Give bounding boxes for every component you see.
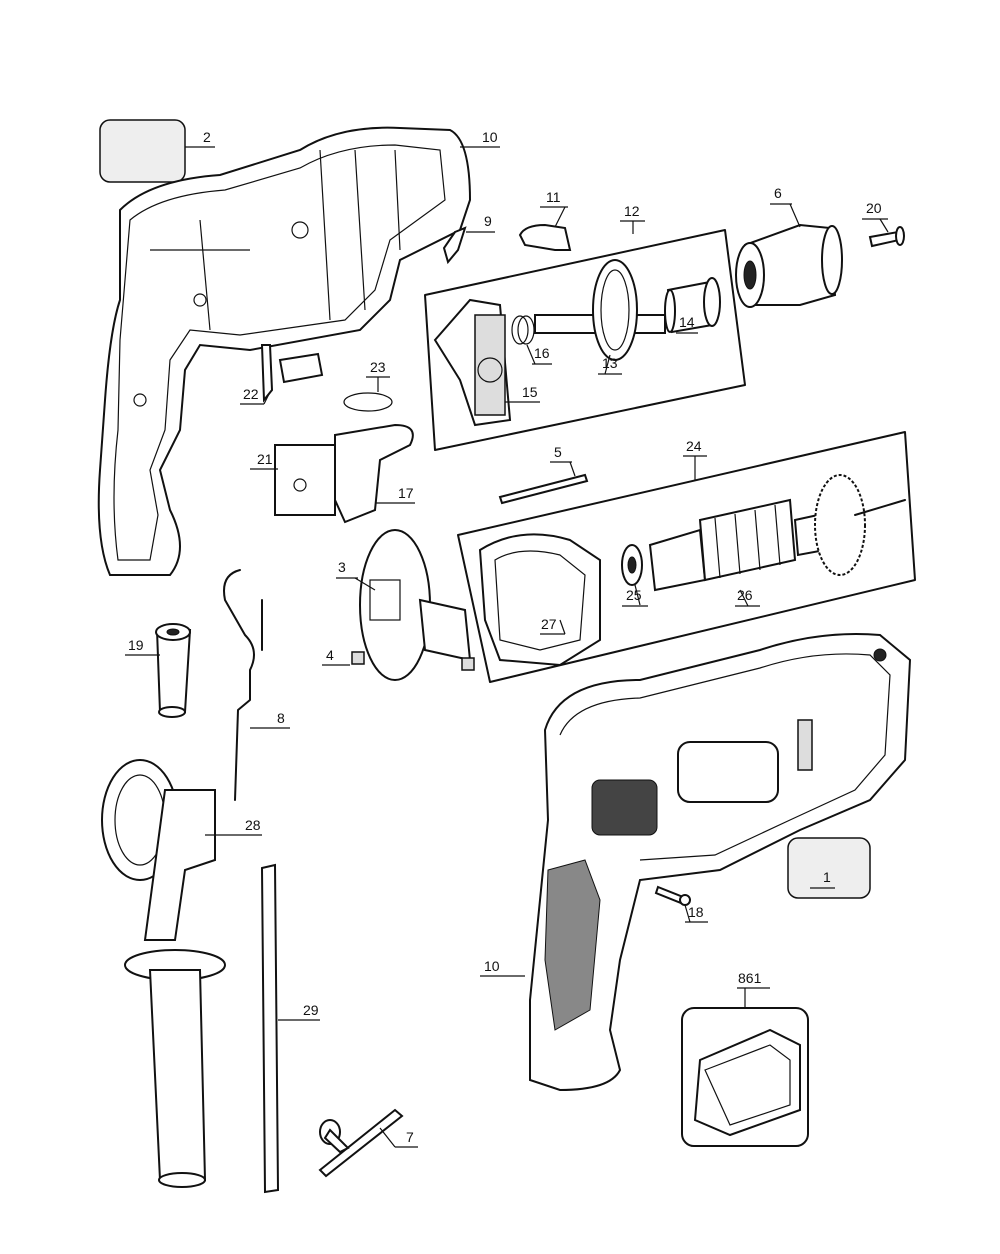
part-number-8: 8	[277, 710, 285, 726]
part-number-19: 19	[128, 637, 144, 653]
part-number-10-housing: 10	[482, 129, 498, 145]
part-number-3: 3	[338, 559, 346, 575]
part-number-15: 15	[522, 384, 538, 400]
part-1-label-plate: 1	[787, 837, 871, 899]
part-20-screw: 20	[862, 200, 905, 248]
part-number-4: 4	[326, 647, 334, 663]
part-number-11: 11	[546, 189, 561, 205]
part-10-assembled-drill: 10	[480, 633, 912, 1092]
part-number-5: 5	[554, 444, 562, 460]
part-28-side-handle: 28	[101, 759, 262, 1188]
part-861-case: 861	[681, 970, 809, 1147]
part-6-chuck: 6	[735, 185, 843, 308]
part-number-6: 6	[774, 185, 782, 201]
part-5-rod: 5	[498, 444, 589, 505]
part-3-brush-plate: 3	[336, 529, 472, 681]
part-number-16: 16	[534, 345, 550, 361]
part-29-depth-bar: 29	[260, 863, 320, 1194]
part-number-20: 20	[866, 200, 882, 216]
part-number-1: 1	[823, 869, 831, 885]
part-number-22: 22	[243, 386, 259, 402]
part-number-14: 14	[679, 314, 695, 330]
part-21-switch: 21	[250, 444, 336, 516]
part-number-21: 21	[257, 451, 273, 467]
part-number-12: 12	[624, 203, 640, 219]
part-9: 9	[442, 213, 495, 265]
part-19-grip: 19	[125, 623, 192, 718]
part-12-gear-assembly: 12 15 16 13 14	[424, 203, 746, 451]
part-number-13: 13	[602, 355, 618, 371]
part-11: 11	[518, 189, 572, 251]
part-8-depth-rod: 8	[223, 569, 290, 801]
part-number-27: 27	[541, 616, 557, 632]
part-number-2: 2	[203, 129, 211, 145]
part-22: 22	[240, 344, 324, 405]
part-number-26: 26	[737, 587, 753, 603]
part-number-10-assembled: 10	[484, 958, 500, 974]
part-number-25: 25	[626, 587, 642, 603]
part-number-7: 7	[406, 1129, 414, 1145]
part-10-housing-half: 10	[97, 126, 500, 576]
part-2-label-plate: 2	[99, 119, 215, 183]
part-number-24: 24	[686, 438, 702, 454]
part-24-motor-assembly: 24 27 25 26	[457, 431, 916, 683]
part-7-chuck-key: 7	[318, 1108, 418, 1178]
part-4-brushes: 4	[322, 647, 475, 671]
part-23-clip: 23	[343, 359, 393, 412]
part-number-18: 18	[688, 904, 704, 920]
part-number-9: 9	[484, 213, 492, 229]
part-number-861: 861	[738, 970, 762, 986]
part-17-trigger: 17	[334, 423, 415, 524]
part-number-28: 28	[245, 817, 261, 833]
part-number-17: 17	[398, 485, 414, 501]
part-18-screw: 18	[654, 885, 708, 923]
part-number-23: 23	[370, 359, 386, 375]
part-number-29: 29	[303, 1002, 319, 1018]
